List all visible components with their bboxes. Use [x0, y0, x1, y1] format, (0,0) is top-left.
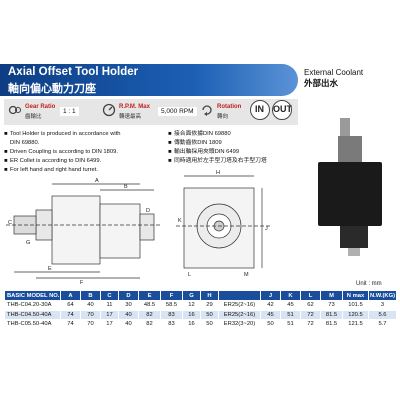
- rpm-label: R.P.M. Max: [119, 104, 150, 110]
- note-cn-2: ■傳動齒依DIN 1809: [168, 140, 222, 146]
- side-view: [6, 183, 162, 279]
- col-d: D: [118, 290, 139, 301]
- dim-label-g: G: [26, 240, 30, 246]
- note-en-5: ■For left hand and right hand turret.: [4, 167, 98, 173]
- rotation-label: Rotation: [217, 104, 242, 110]
- photo-shaft: [340, 118, 350, 136]
- gear-icon: [8, 105, 22, 115]
- gear-ratio-value: 1 : 1: [60, 107, 79, 116]
- col-l: K: [280, 290, 301, 301]
- dim-label-a: A: [95, 178, 99, 184]
- notes-en: ■Tool Holder is produced in accordance w…: [4, 130, 164, 175]
- col-b: B: [80, 290, 101, 301]
- dim-label-b: B: [124, 184, 128, 190]
- dim-label-k: K: [178, 218, 182, 224]
- dim-label-c: C: [8, 220, 12, 226]
- photo-nut: [340, 226, 368, 248]
- title-en: Axial Offset Tool Holder: [8, 66, 139, 78]
- col-nmax: N max: [342, 290, 369, 301]
- gear-ratio-label-cn: 齒輪比: [25, 114, 42, 120]
- unit-label: Unit : mm: [356, 281, 382, 287]
- spec-table: BASIC MODEL NO. A B C D E F G H J K L M …: [4, 290, 397, 330]
- dim-label-f: F: [80, 280, 84, 286]
- dim-label-j: J: [265, 226, 268, 232]
- spec-rpm: R.P.M. Max 轉速最高 5,000 RPM: [102, 99, 197, 125]
- note-en-1: ■Tool Holder is produced in accordance w…: [4, 131, 121, 137]
- dim-label-d: D: [146, 208, 150, 214]
- table-header-row: BASIC MODEL NO. A B C D E F G H J K L M …: [4, 290, 397, 301]
- rotation-label-cn: 轉向: [217, 114, 229, 120]
- front-view: [176, 175, 270, 269]
- spec-gear-ratio: Gear Ratio 齒輪比 1 : 1: [8, 99, 79, 125]
- note-cn-3: ■輸出軸採用夾頭DIN 6499: [168, 149, 240, 155]
- photo-body: [318, 162, 382, 226]
- product-photo: [318, 118, 382, 256]
- col-c: C: [100, 290, 119, 301]
- rotation-in-icon: IN: [250, 100, 270, 120]
- dim-label-m: M: [244, 272, 249, 278]
- dim-label-l: L: [188, 272, 191, 278]
- rpm-value: 5,000 RPM: [158, 107, 197, 116]
- photo-upper: [338, 136, 362, 166]
- col-j: [218, 290, 261, 301]
- rpm-label-cn: 轉速最高: [119, 114, 142, 120]
- note-cn-1: ■接合面依據DIN 69880: [168, 131, 231, 137]
- note-en-2: DIN 69880.: [10, 140, 40, 146]
- coolant-label: External Coolant 外部出水: [304, 68, 396, 96]
- note-en-4: ■ER Collet is according to DIN 6499.: [4, 158, 102, 164]
- col-k: J: [260, 290, 281, 301]
- spec-rotation: Rotation 轉向 IN OUT: [200, 99, 296, 125]
- title-cn: 軸向偏心動力刀座: [8, 83, 96, 95]
- spec-bar: Gear Ratio 齒輪比 1 : 1 R.P.M. Max 轉速最高 5,0…: [4, 99, 298, 125]
- dim-label-h: H: [216, 170, 220, 176]
- title-banner: Axial Offset Tool Holder 軸向偏心動力刀座: [0, 64, 298, 96]
- dimension-labels: A B E F C D G H J K L M: [8, 170, 268, 286]
- col-f: F: [160, 290, 183, 301]
- col-e: E: [138, 290, 161, 301]
- note-en-3: ■Driven Coupling is according to DIN 180…: [4, 149, 118, 155]
- col-a: A: [60, 290, 81, 301]
- notes-cn: ■接合面依據DIN 69880 ■傳動齒依DIN 1809 ■輸出軸採用夾頭DI…: [168, 130, 298, 166]
- rotation-icon: [202, 105, 212, 116]
- col-weight: N.W.(KG): [368, 290, 397, 301]
- gear-ratio-label: Gear Ratio: [25, 104, 56, 110]
- col-m: L: [300, 290, 321, 301]
- note-cn-4: ■同時適用於左手型刀塔及右手型刀塔: [168, 158, 267, 164]
- dim-label-e: E: [48, 266, 52, 272]
- col-g: G: [182, 290, 201, 301]
- col-model: BASIC MODEL NO.: [4, 290, 61, 301]
- col-h: H: [200, 290, 219, 301]
- rpm-gauge-icon: [102, 103, 116, 117]
- coolant-en: External Coolant: [304, 68, 364, 77]
- rotation-out-icon: OUT: [272, 100, 292, 120]
- technical-drawing: A B E F C D G H J K L M: [6, 170, 270, 286]
- col-n: M: [320, 290, 343, 301]
- photo-collet: [348, 248, 360, 256]
- coolant-cn: 外部出水: [304, 78, 339, 88]
